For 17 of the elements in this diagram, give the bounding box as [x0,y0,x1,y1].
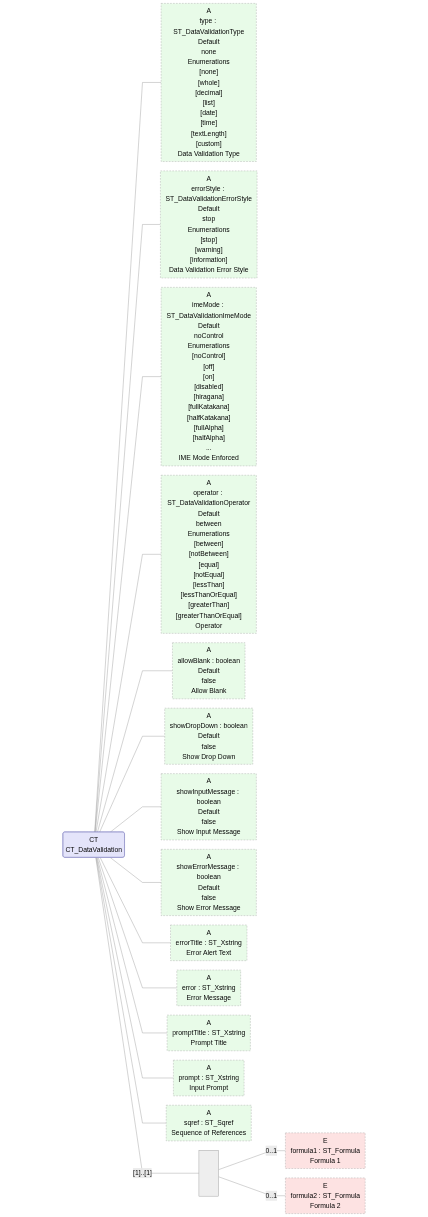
connector [94,224,161,833]
connector [96,857,174,1079]
connector [110,806,162,833]
node-box [198,1150,219,1197]
connector [97,670,173,833]
connector [95,554,162,833]
connector [96,857,168,1034]
connector [95,857,167,1124]
connector [95,376,162,833]
connector [100,857,171,944]
connector [218,1176,286,1196]
connector [95,857,200,1174]
connector [218,1150,286,1170]
connector [110,857,162,883]
connector [98,857,178,989]
connector [99,736,165,833]
connector [94,82,162,833]
